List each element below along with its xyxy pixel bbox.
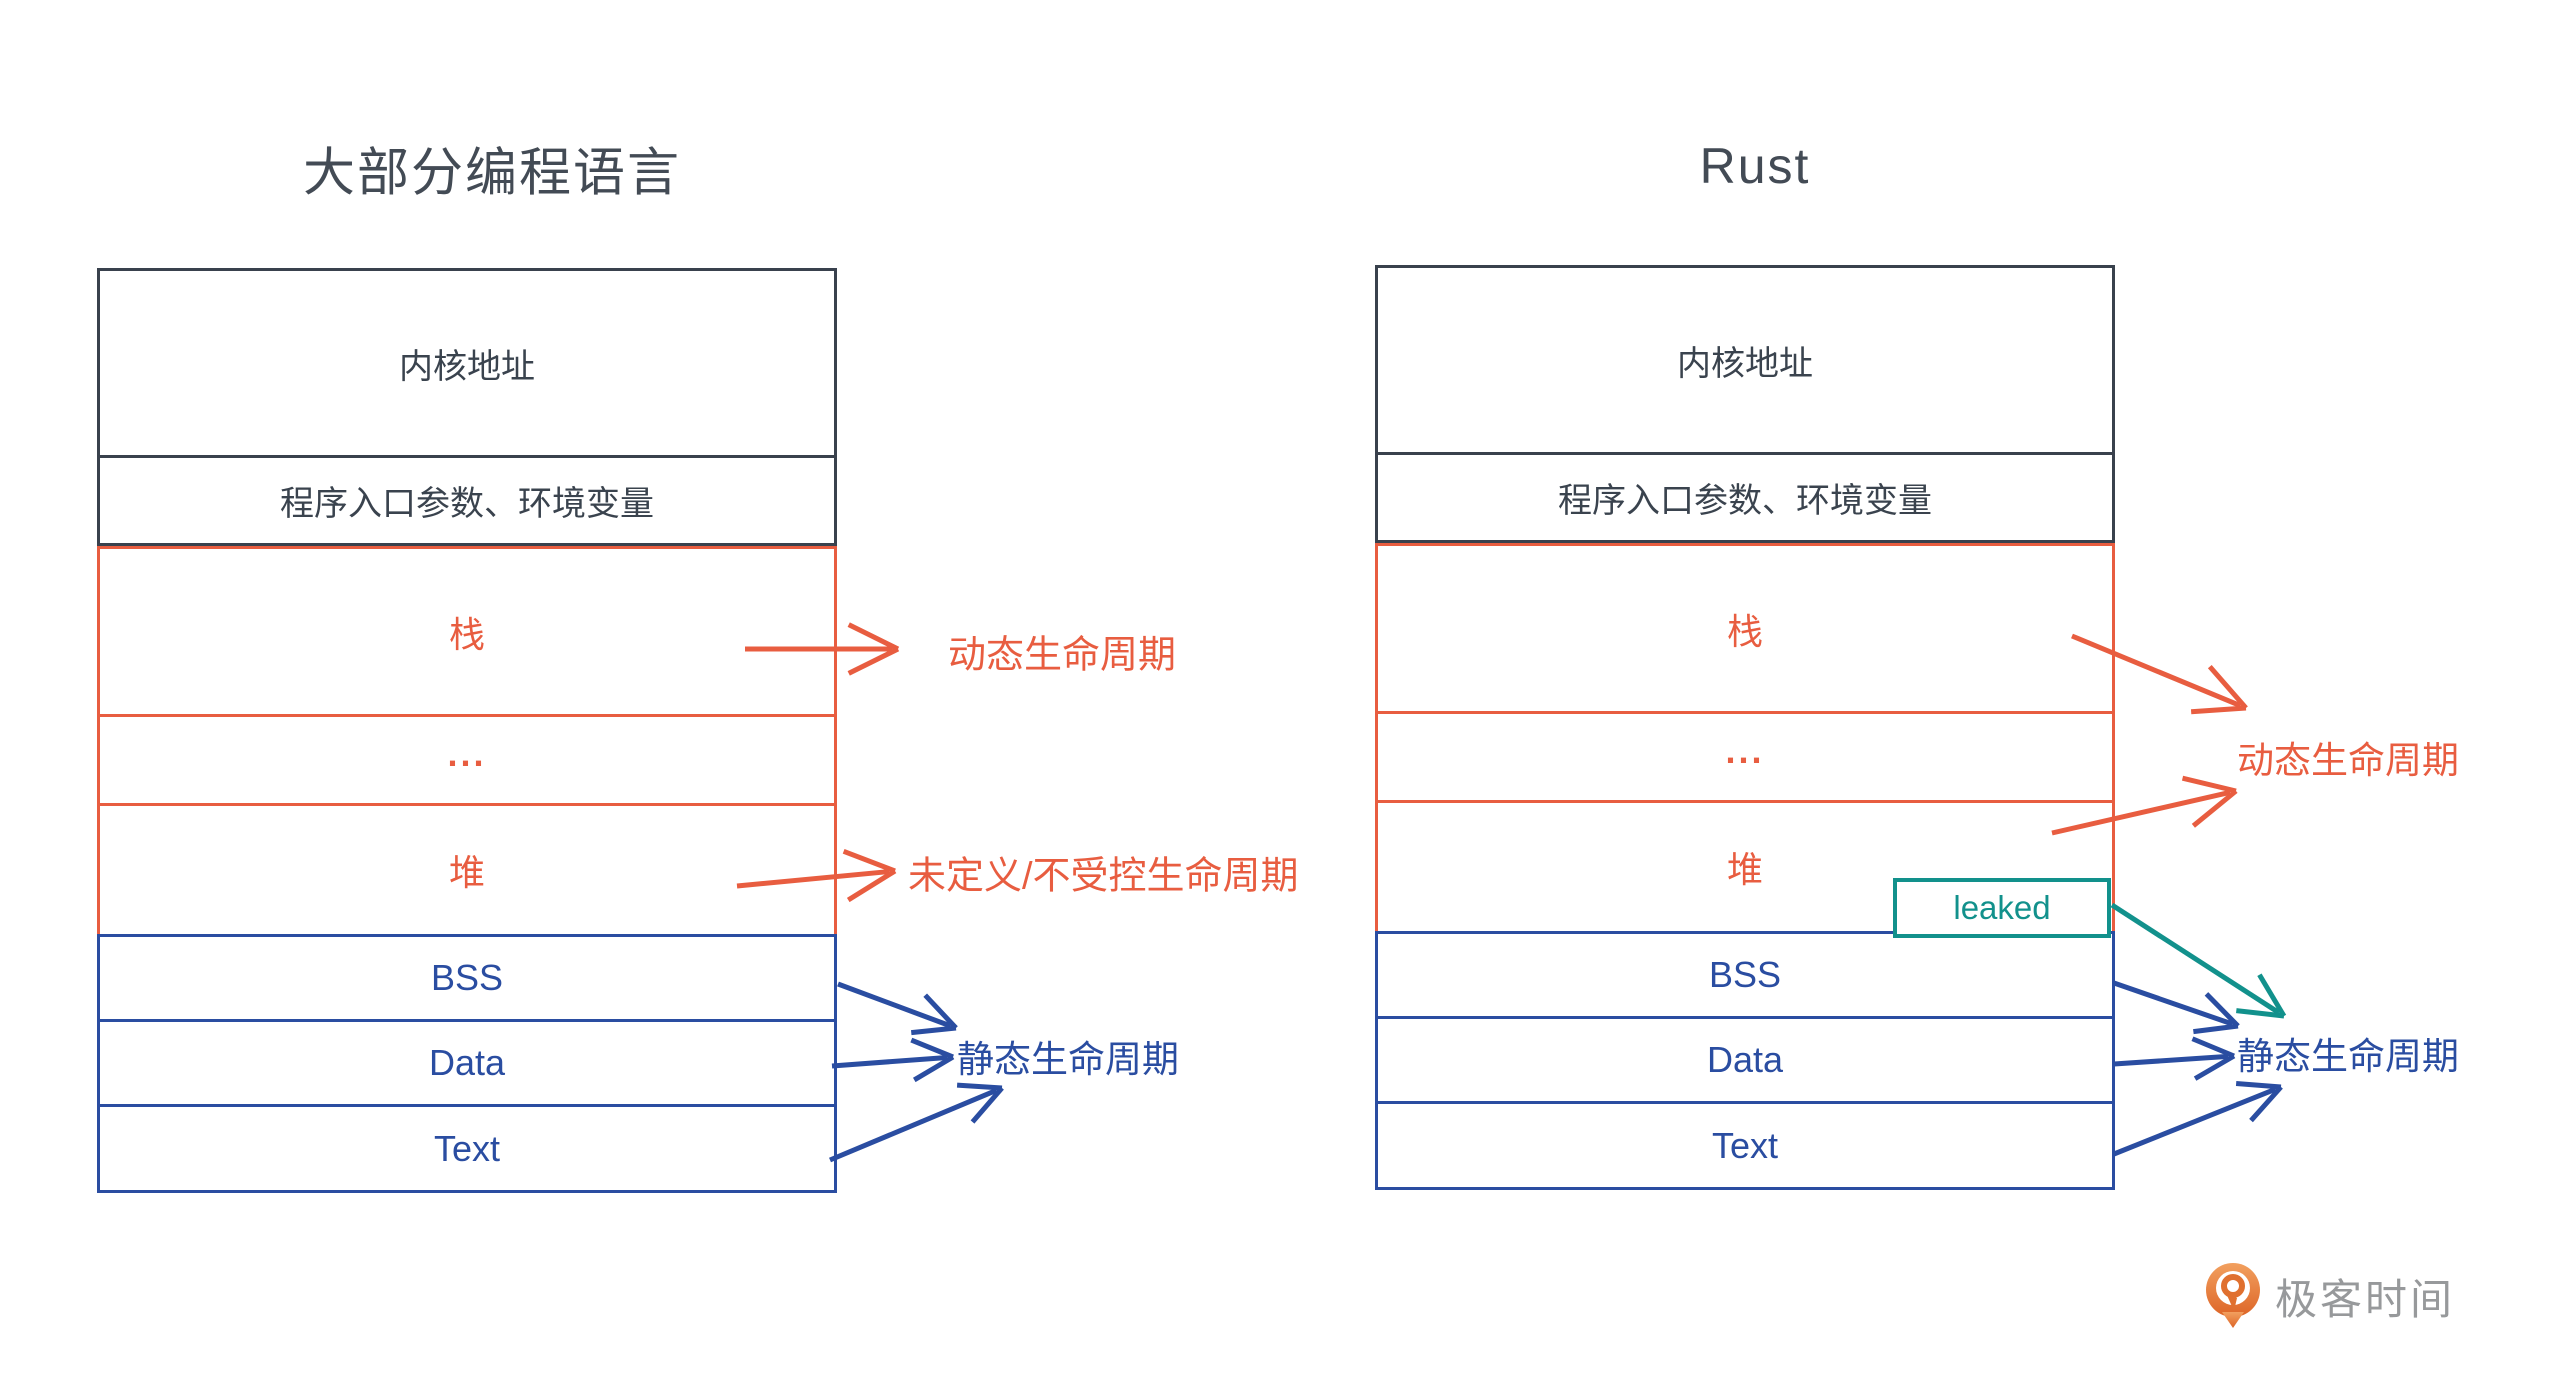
segment-label: Data bbox=[428, 1042, 506, 1083]
label-dynamic-lifetime-right: 动态生命周期 bbox=[2237, 740, 2459, 781]
segment-bss: BSS bbox=[97, 934, 837, 1022]
geektime-logo-icon bbox=[2206, 1263, 2260, 1328]
arrow-left-data-to-static bbox=[831, 1037, 955, 1083]
segment-label: 内核地址 bbox=[1677, 344, 1813, 383]
segment-label: 栈 bbox=[448, 613, 485, 655]
leaked-tag-box: leaked bbox=[1893, 878, 2111, 938]
segment-ellipsis: ... bbox=[97, 714, 837, 806]
segment-label: 堆 bbox=[1726, 849, 1763, 890]
geektime-logo-text: 极客时间 bbox=[2275, 1275, 2456, 1323]
arrow-right-text-to-static bbox=[2113, 1080, 2283, 1157]
segment-data: Data bbox=[1375, 1016, 2115, 1104]
segment-text: Text bbox=[1375, 1101, 2115, 1190]
segment-label: 程序入口参数、环境变量 bbox=[1558, 482, 1932, 520]
segment-stack: 栈 bbox=[97, 546, 837, 717]
segment-stack: 栈 bbox=[1375, 543, 2115, 714]
label-dynamic-lifetime-left: 动态生命周期 bbox=[948, 634, 1177, 677]
leaked-label: leaked bbox=[1953, 889, 2051, 926]
segment-label: BSS bbox=[430, 957, 504, 998]
segment-kernel-address: 内核地址 bbox=[97, 268, 837, 458]
memory-column-rust: 内核地址 程序入口参数、环境变量 栈 ... 堆 BSS Data Text bbox=[1375, 265, 2115, 1190]
segment-heap: 堆 bbox=[97, 803, 837, 937]
left-diagram-title: 大部分编程语言 bbox=[302, 144, 682, 203]
segment-label: Text bbox=[433, 1127, 501, 1169]
segment-bss: BSS bbox=[1375, 931, 2115, 1019]
segment-label: ... bbox=[447, 733, 487, 774]
label-undefined-lifetime-left: 未定义/不受控生命周期 bbox=[908, 855, 1299, 898]
segment-ellipsis: ... bbox=[1375, 711, 2115, 803]
segment-text: Text bbox=[97, 1104, 837, 1193]
segment-heap: 堆 bbox=[1375, 800, 2115, 934]
arrow-right-leaked-to-static bbox=[2110, 902, 2287, 1019]
segment-label: Data bbox=[1706, 1039, 1784, 1080]
segment-kernel-address: 内核地址 bbox=[1375, 265, 2115, 455]
label-static-lifetime-left: 静态生命周期 bbox=[957, 1039, 1179, 1080]
geektime-logo: 极客时间 bbox=[2205, 1262, 2455, 1330]
segment-label: 内核地址 bbox=[399, 347, 535, 386]
arrow-left-text-to-static bbox=[829, 1082, 1004, 1163]
memory-column-most-languages: 内核地址 程序入口参数、环境变量 栈 ... 堆 BSS Data Text bbox=[97, 268, 837, 1193]
label-static-lifetime-right: 静态生命周期 bbox=[2237, 1036, 2459, 1077]
segment-entry-params-env: 程序入口参数、环境变量 bbox=[1375, 452, 2115, 543]
segment-data: Data bbox=[97, 1019, 837, 1107]
segment-label: ... bbox=[1725, 730, 1765, 771]
segment-label: 堆 bbox=[448, 852, 485, 893]
segment-label: BSS bbox=[1708, 954, 1782, 995]
arrow-right-data-to-static bbox=[2113, 1036, 2236, 1081]
segment-label: 栈 bbox=[1726, 610, 1763, 652]
right-diagram-title: Rust bbox=[1699, 138, 1811, 194]
segment-label: 程序入口参数、环境变量 bbox=[280, 485, 654, 523]
segment-entry-params-env: 程序入口参数、环境变量 bbox=[97, 455, 837, 546]
arrow-left-bss-to-static bbox=[837, 981, 958, 1036]
segment-label: Text bbox=[1711, 1124, 1779, 1166]
arrow-right-bss-to-static bbox=[2113, 980, 2240, 1035]
